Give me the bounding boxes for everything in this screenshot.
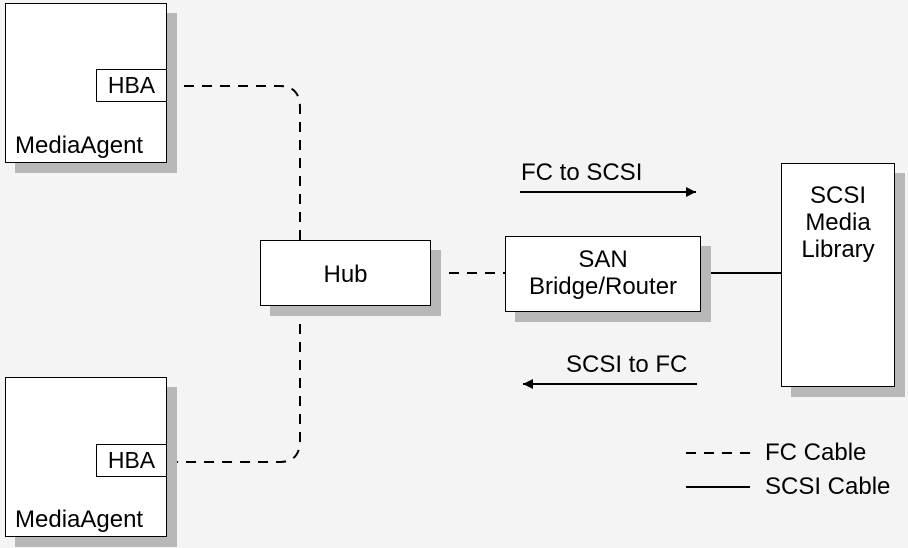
hub: Hub bbox=[260, 240, 431, 306]
bridge-label-line1: SAN bbox=[578, 246, 628, 273]
media-agent-bottom-label: MediaAgent bbox=[15, 506, 144, 533]
bridge-label-line2: Bridge/Router bbox=[528, 273, 678, 300]
scsi-to-fc-label: SCSI to FC bbox=[566, 351, 688, 378]
san-bridge-router: SAN Bridge/Router bbox=[505, 236, 701, 312]
hba-top: HBA bbox=[96, 69, 167, 102]
fc-cable-top-to-hub bbox=[166, 85, 301, 240]
library-label-line1: SCSI bbox=[809, 182, 866, 209]
scsi-media-library: SCSI Media Library bbox=[781, 163, 895, 387]
fc-to-scsi-label: FC to SCSI bbox=[521, 159, 643, 186]
library-label-line3: Library bbox=[801, 236, 875, 263]
media-agent-top: HBA MediaAgent bbox=[5, 3, 167, 163]
media-agent-bottom: HBA MediaAgent bbox=[5, 377, 167, 537]
library-label-line2: Media bbox=[805, 209, 871, 236]
hub-label: Hub bbox=[323, 261, 368, 288]
hba-bottom: HBA bbox=[96, 444, 167, 477]
legend-scsi-cable-label: SCSI Cable bbox=[765, 473, 891, 500]
legend-fc-cable-label: FC Cable bbox=[765, 439, 867, 466]
media-agent-top-label: MediaAgent bbox=[15, 132, 144, 159]
fc-cable-hub-to-bottom bbox=[166, 306, 301, 463]
